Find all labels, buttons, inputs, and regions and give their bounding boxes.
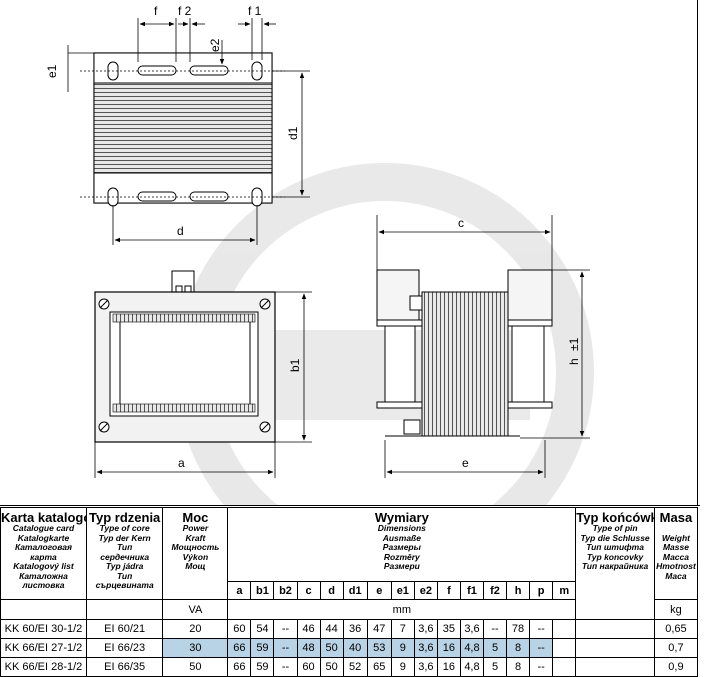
table-cell: 60 (227, 619, 252, 639)
table-cell: 35 (436, 619, 461, 639)
table-cell: 66 (227, 657, 252, 677)
table-cell (575, 638, 655, 658)
label-b1: b1 (288, 358, 302, 372)
header-typ-rdzenia: Typ rdzenia Type of core Typ der Kern Ти… (85, 507, 164, 600)
table-cell: 59 (250, 638, 275, 658)
label-e2: e2 (208, 38, 222, 52)
table-cell (575, 657, 655, 677)
table-cell: -- (273, 638, 298, 658)
table-cell: EI 66/35 (85, 657, 164, 677)
table-cell: 7 (390, 619, 415, 639)
table-cell: -- (529, 638, 554, 658)
table-cell (575, 619, 655, 639)
table-cell: 46 (296, 619, 321, 639)
table-cell: 0,7 (653, 638, 699, 658)
table-cell: 3,6 (459, 619, 484, 639)
table-cell: 9 (390, 657, 415, 677)
table-cell: KK 66/EI 27-1/2 (0, 638, 87, 658)
table-cell: 36 (342, 619, 368, 639)
unit-va: VA (162, 599, 229, 620)
table-cell: 8 (506, 638, 531, 658)
table-cell: 3,6 (413, 657, 438, 677)
spec-table: Karta katalogowa Catalogue card Katalogk… (0, 507, 699, 677)
table-cell: 52 (342, 657, 368, 677)
table-cell: 65 (366, 657, 392, 677)
table-cell: 0,65 (653, 619, 699, 639)
table-cell: 5 (482, 638, 508, 658)
table-cell: 3,6 (413, 619, 438, 639)
table-cell: 44 (319, 619, 344, 639)
table-cell: 16 (436, 657, 461, 677)
table-cell: 78 (506, 619, 531, 639)
table-cell: -- (273, 619, 298, 639)
table-cell: 4,8 (459, 638, 484, 658)
technical-drawing: f f 2 f 1 e2 e1 d1 d (45, 4, 594, 505)
table-cell: 9 (390, 638, 415, 658)
header-moc: Moc Power Kraft Мощность Výkon Мощ (162, 507, 229, 600)
table-cell: 3,6 (413, 638, 438, 658)
table-cell: -- (529, 657, 554, 677)
label-e1: e1 (45, 64, 59, 78)
table-cell: EI 66/23 (85, 638, 164, 658)
table-cell: 66 (227, 638, 252, 658)
table-cell: 54 (250, 619, 275, 639)
unit-mm: mm (227, 599, 577, 620)
label-f: f (154, 4, 158, 18)
table-cell: 50 (319, 657, 344, 677)
table-cell: -- (273, 657, 298, 677)
table-cell (552, 619, 577, 639)
label-d1: d1 (286, 126, 300, 140)
table-cell: 48 (296, 638, 321, 658)
header-karta: Karta katalogowa Catalogue card Katalogk… (0, 507, 87, 600)
table-cell: 4,8 (459, 657, 484, 677)
table-cell: 40 (342, 638, 368, 658)
separator (0, 505, 700, 506)
label-a: a (178, 456, 185, 470)
table-cell: 47 (366, 619, 392, 639)
table-cell: 8 (506, 657, 531, 677)
label-h: h (567, 358, 581, 365)
label-h-tolerance: ±1 (567, 337, 581, 351)
header-koncowki: Typ końcówki Type of pin Typ die Schluss… (575, 507, 655, 620)
table-cell: 50 (319, 638, 344, 658)
table-cell: -- (529, 619, 554, 639)
table-cell: EI 60/21 (85, 619, 164, 639)
table-cell (552, 657, 577, 677)
side-view: c h ±1 e (376, 215, 590, 478)
table-cell: 30 (162, 638, 229, 658)
header-masa: Masa Weight Masse Масса Hmotnost Маса (653, 507, 699, 600)
table-cell: -- (482, 619, 508, 639)
label-c: c (458, 216, 464, 230)
top-view: f f 2 f 1 e2 e1 d1 d (45, 4, 310, 245)
table-cell: 5 (482, 657, 508, 677)
table-cell: 20 (162, 619, 229, 639)
header-wymiary: Wymiary Dimensions Ausmaße Размеры Rozmě… (227, 507, 577, 582)
label-e: e (462, 456, 469, 470)
table-cell: KK 60/EI 30-1/2 (0, 619, 87, 639)
table-cell: 50 (162, 657, 229, 677)
table-cell: 0,9 (653, 657, 699, 677)
frame-line (697, 0, 698, 505)
table-cell: 59 (250, 657, 275, 677)
unit-kg: kg (653, 599, 699, 620)
table-cell: KK 66/EI 28-1/2 (0, 657, 87, 677)
table-cell: 16 (436, 638, 461, 658)
table-cell (552, 638, 577, 658)
label-f2: f 2 (178, 4, 192, 18)
label-d: d (177, 224, 184, 238)
front-view: a b1 (94, 270, 312, 478)
table-cell: 60 (296, 657, 321, 677)
table-cell: 53 (366, 638, 392, 658)
label-f1: f 1 (248, 4, 262, 18)
